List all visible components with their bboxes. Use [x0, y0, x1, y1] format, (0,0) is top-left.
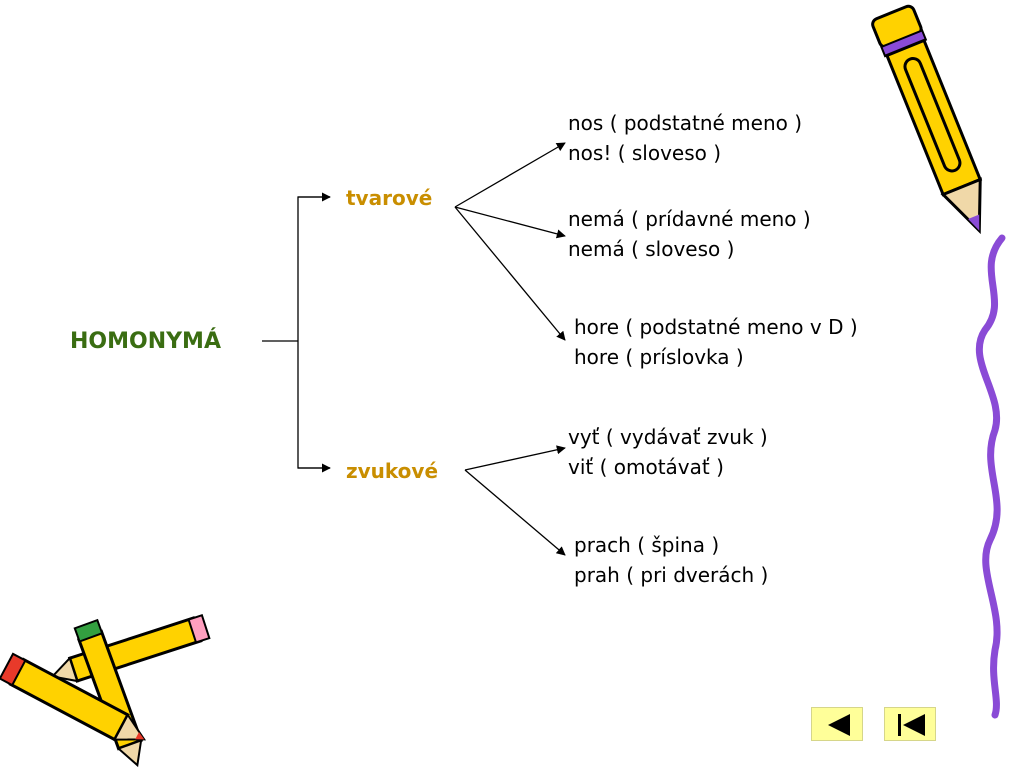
arrow-to-pair-vyt [464, 445, 566, 471]
pair-line: hore ( príslovka ) [574, 345, 744, 369]
triangle-left-icon [828, 714, 850, 736]
category-tvarove: tvarové [346, 186, 433, 210]
root-label: HOMONYMÁ [70, 329, 221, 354]
arrow-to-pair-prach [464, 469, 566, 556]
pair-line: nos ( podstatné meno ) [568, 111, 803, 135]
first-slide-button[interactable] [884, 707, 936, 741]
pair-line: nos! ( sloveso ) [568, 141, 722, 165]
previous-slide-button[interactable] [811, 707, 863, 741]
pair-line: vyť ( vydávať zvuk ) [568, 425, 768, 449]
pair-line: prah ( pri dverách ) [574, 563, 769, 587]
pair-line: hore ( podstatné meno v D ) [574, 315, 858, 339]
pair-line: nemá ( sloveso ) [568, 237, 735, 261]
pair-line: viť ( omotávať ) [568, 455, 724, 479]
skip-to-first-icon [898, 714, 925, 736]
category-zvukove: zvukové [346, 459, 439, 483]
arrow-to-pair-nema [454, 206, 566, 239]
pair-line: prach ( špina ) [574, 533, 720, 557]
arrow-to-pair-hore [454, 206, 566, 341]
pair-line: nemá ( prídavné meno ) [568, 207, 811, 231]
arrow-to-pair-nos [454, 142, 566, 208]
